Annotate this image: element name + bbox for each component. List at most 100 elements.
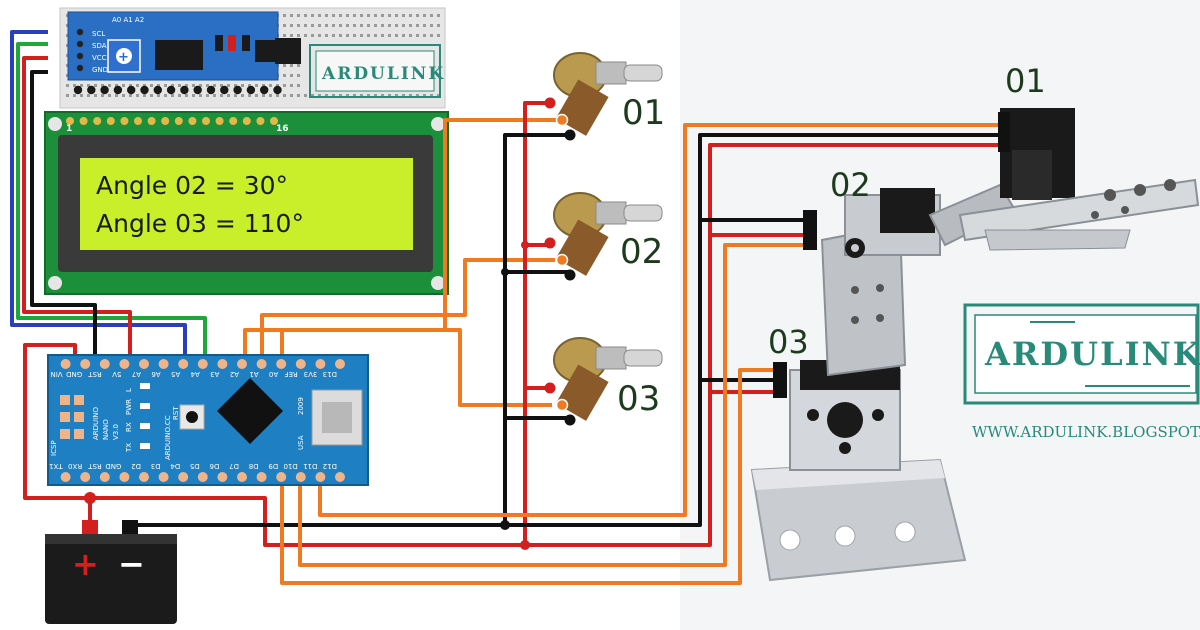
- servo-label-03: 03: [768, 323, 809, 361]
- wire-d9-servo3: [280, 368, 775, 585]
- nano-bottom-pin-label: D11: [303, 462, 317, 470]
- nano-top-pad: [99, 359, 110, 369]
- nano-bottom-pin-label: D3: [151, 462, 161, 470]
- pot-pin-wiper: [555, 113, 569, 127]
- nano-top-pin-label: A6: [151, 370, 161, 378]
- nano-led-l: L: [125, 388, 133, 392]
- potentiometers: [544, 52, 663, 426]
- brand-url: WWW.ARDULINK.BLOGSPOT.CO: [972, 423, 1200, 441]
- nano-top-pin-label: A1: [249, 370, 258, 378]
- potentiometer-3: [544, 337, 663, 426]
- nano-icsp-label: ICSP: [50, 440, 58, 456]
- nano-led-rx: RX: [125, 422, 133, 432]
- nano-top-pin-label: VIN: [51, 370, 63, 378]
- nano-top-pin-label: 3V3: [304, 370, 318, 378]
- pot-label-02: 02: [620, 232, 663, 272]
- wire-vcc-lcd: [22, 56, 132, 360]
- nano-top-pad: [139, 359, 149, 369]
- brand-logo-small: ARDULINK: [309, 44, 445, 98]
- nano-top-pad: [237, 359, 247, 369]
- servo-connectors: [773, 112, 1010, 398]
- nano-bottom-pad: [295, 472, 306, 482]
- nano-bottom-pad: [217, 472, 228, 482]
- nano-top-pad: [119, 359, 130, 369]
- nano-bottom-pin-label: RST: [87, 462, 101, 470]
- nano-top-pad: [217, 359, 228, 369]
- nano-top-pad: [60, 359, 71, 369]
- brand-logo-large: ARDULINK: [963, 303, 1200, 405]
- svg-text:+: +: [118, 50, 129, 65]
- nano-bottom-pad: [197, 472, 208, 482]
- nano-bottom-pad: [237, 472, 247, 482]
- lcd-display: 1 16 Angle 02 = 30° Angle 03 = 110°: [44, 111, 449, 295]
- nano-top-pin-label: A4: [190, 370, 200, 378]
- nano-bottom-pin-label: TX1: [49, 462, 64, 470]
- battery-minus-label: −: [118, 545, 145, 583]
- nano-bottom-pad: [139, 472, 149, 482]
- wire-gnd-lcd: [30, 70, 97, 360]
- lcd-pin-first: 1: [66, 124, 72, 134]
- nano-bottom-pin-label: D12: [323, 462, 337, 470]
- nano-top-pad: [295, 359, 306, 369]
- nano-bottom-pad: [178, 472, 189, 482]
- pot-pin-vcc: [544, 382, 556, 394]
- nano-top-pad: [178, 359, 189, 369]
- nano-top-pin-label: REF: [284, 370, 297, 378]
- wire-d10-servo2: [298, 243, 805, 567]
- nano-top-pad: [80, 359, 91, 369]
- nano-led-tx: TX: [125, 443, 133, 453]
- nano-bottom-pin-label: D7: [229, 462, 239, 470]
- nano-top-pad: [315, 359, 326, 369]
- nano-bottom-pad: [158, 472, 169, 482]
- nano-name-1: ARDUINO: [92, 407, 100, 440]
- i2c-pin-scl: SCL: [92, 30, 105, 38]
- nano-bottom-pad: [99, 472, 110, 482]
- nano-led-pwr: PWR: [125, 399, 133, 415]
- nano-rst-label: RST: [172, 406, 180, 420]
- pot-pin-vcc: [544, 97, 556, 109]
- i2c-address-label: A0 A1 A2: [112, 16, 144, 24]
- pot-pin-wiper: [555, 253, 569, 267]
- nano-usa-label: USA: [297, 435, 305, 450]
- wire-sda: [16, 42, 207, 360]
- pot-label-03: 03: [617, 379, 660, 419]
- nano-bottom-pin-label: D4: [170, 462, 180, 470]
- wire-pot-vcc-bus: [523, 101, 548, 545]
- nano-name-2: NANO: [102, 419, 110, 440]
- nano-top-pin-label: D13: [323, 370, 337, 378]
- i2c-module: + A0 A1 A2 SCL SDA VCC GND: [67, 11, 301, 95]
- nano-bottom-pad: [60, 472, 71, 482]
- brand-logo-large-text: ARDULINK: [984, 335, 1200, 373]
- nano-bottom-pin-label: D9: [268, 462, 278, 470]
- wire-a1-pot3: [280, 328, 552, 407]
- lcd-pin-last: 16: [276, 124, 289, 134]
- nano-bottom-pin-label: D5: [190, 462, 200, 470]
- nano-bottom-pad: [276, 472, 287, 482]
- nano-top-pin-label: A7: [132, 370, 141, 378]
- wire-junctions: [84, 241, 530, 550]
- nano-bottom-pin-label: D10: [283, 462, 297, 470]
- brand-logo-small-text: ARDULINK: [321, 64, 445, 84]
- i2c-pin-vcc: VCC: [92, 54, 107, 62]
- nano-bottom-pin-label: D6: [209, 462, 219, 470]
- nano-top-pin-label: A5: [171, 370, 180, 378]
- nano-top-pad: [276, 359, 287, 369]
- nano-top-pin-label: A0: [269, 370, 278, 378]
- nano-bottom-pin-label: RX0: [68, 462, 82, 470]
- potentiometer-2: [544, 192, 663, 281]
- wire-a2-pot2: [260, 258, 555, 360]
- nano-bottom-pin-label: GND: [105, 462, 121, 470]
- nano-bottom-pin-label: D2: [131, 462, 141, 470]
- i2c-pin-gnd: GND: [92, 66, 108, 74]
- pot-pin-gnd: [564, 414, 576, 426]
- nano-top-pin-label: A2: [230, 370, 239, 378]
- i2c-pin-sda: SDA: [92, 42, 107, 50]
- nano-top-pin-label: 5V: [112, 370, 121, 378]
- wire-power-red: [90, 143, 1000, 547]
- nano-top-pad: [256, 359, 267, 369]
- nano-bottom-pad: [119, 472, 130, 482]
- nano-top-pad: [197, 359, 208, 369]
- lcd-line-1: Angle 02 = 30°: [96, 171, 288, 200]
- wire-power-black: [130, 218, 805, 527]
